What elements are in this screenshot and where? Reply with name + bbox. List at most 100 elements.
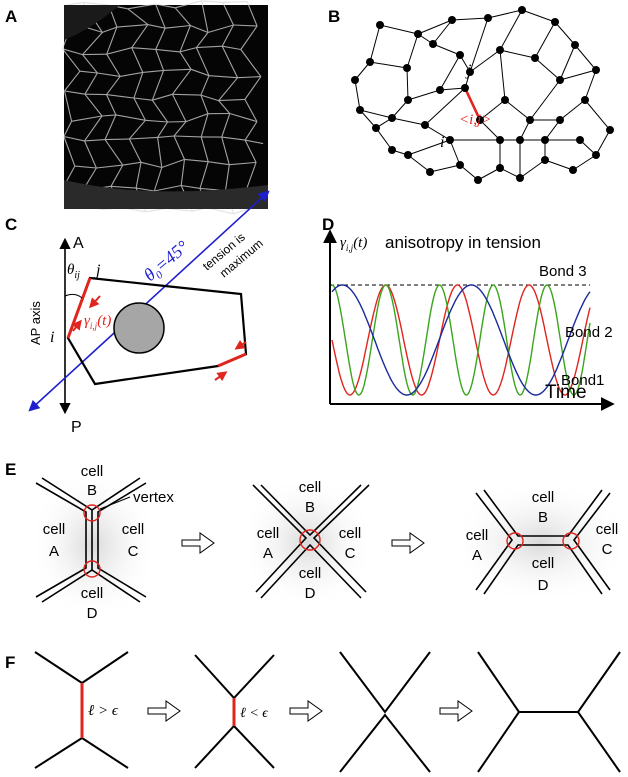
- stage3-cell-c-letter: C: [602, 541, 613, 558]
- f-diagram: [35, 652, 620, 772]
- network-edge: [500, 50, 535, 58]
- network-vertex: [456, 161, 464, 169]
- f3-bottom-branch: [340, 715, 430, 772]
- node-i-label: i: [440, 134, 444, 151]
- f2-bottom-branch: [195, 726, 274, 768]
- f1-top-branch: [35, 652, 128, 683]
- stage3-cell-a-word: cell: [466, 527, 489, 544]
- network-edge: [505, 100, 530, 120]
- vertex-label: vertex: [133, 489, 174, 506]
- bond-ij-label: <i,j>: [459, 112, 491, 128]
- panel-label-a: A: [5, 7, 17, 26]
- network-edge: [392, 118, 425, 125]
- network-vertex: [366, 58, 374, 66]
- stage3-cell-d-letter: D: [538, 577, 549, 594]
- network-edge: [560, 45, 575, 80]
- force-arrow-1: [91, 296, 100, 306]
- gamma-label: γi,j(t): [84, 313, 111, 331]
- f4-left-branch: [478, 652, 519, 772]
- network-vertex: [556, 76, 564, 84]
- network-edge: [380, 25, 418, 34]
- network-edge: [376, 128, 392, 150]
- network-vertex: [429, 40, 437, 48]
- network-vertex: [474, 176, 482, 184]
- network-vertex: [436, 86, 444, 94]
- network-vertex: [501, 96, 509, 104]
- theta-arc: [65, 294, 82, 298]
- network-vertex: [446, 136, 454, 144]
- stage1-cell-c-word: cell: [122, 521, 145, 538]
- theta-ij-symbol: θij: [67, 262, 80, 281]
- network-edge: [573, 155, 596, 170]
- nucleus: [114, 303, 164, 353]
- series-label-bond2: Bond 2: [565, 324, 613, 341]
- stage2-cell-d-word: cell: [299, 565, 322, 582]
- network-edge: [500, 10, 522, 50]
- network-edge: [450, 140, 460, 165]
- stage1-cell-a-letter: A: [49, 543, 59, 560]
- membrane-segment: [223, 2, 247, 3]
- network-edge: [408, 155, 430, 172]
- series-label-bond1: Bond1: [561, 372, 604, 389]
- stage1-cell-a-word: cell: [43, 521, 66, 538]
- network-vertex: [531, 54, 539, 62]
- vertex-network: [351, 6, 614, 184]
- cell-schematic: [30, 192, 268, 412]
- network-vertex: [541, 136, 549, 144]
- network-edge: [535, 58, 560, 80]
- stage3-cell-b-word: cell: [532, 489, 555, 506]
- stage3-cell-b-letter: B: [538, 509, 548, 526]
- series-line-0: [332, 285, 590, 395]
- force-arrow-4: [215, 373, 225, 380]
- network-vertex: [388, 146, 396, 154]
- chart-title: anisotropy in tension: [385, 233, 541, 252]
- network-vertex: [516, 174, 524, 182]
- network-edge: [360, 110, 392, 118]
- panel-label-d: D: [322, 215, 334, 234]
- cond-long-label: ℓ > ϵ: [88, 703, 119, 719]
- network-vertex: [496, 164, 504, 172]
- network-edge: [452, 18, 488, 20]
- panel-label-b: B: [328, 7, 340, 26]
- network-vertex: [556, 116, 564, 124]
- stage2-cell-b-word: cell: [299, 479, 322, 496]
- f1-bottom-branch: [35, 738, 128, 768]
- network-vertex: [496, 46, 504, 54]
- network-edge: [560, 70, 596, 80]
- network-edge: [370, 25, 380, 62]
- network-edge: [488, 10, 522, 18]
- cond-short-label: ℓ < ϵ: [240, 706, 269, 721]
- series-label-bond3: Bond 3: [539, 263, 587, 280]
- network-vertex: [456, 51, 464, 59]
- vertex-j-label: j: [94, 262, 101, 279]
- network-vertex: [516, 136, 524, 144]
- network-vertex: [421, 121, 429, 129]
- network-edge: [520, 160, 545, 178]
- network-edge: [355, 80, 360, 110]
- stage1-cell-d-letter: D: [87, 605, 98, 622]
- network-edge: [425, 125, 450, 140]
- node-j-label: j: [465, 62, 472, 79]
- stage1-cell-b-letter: B: [87, 482, 97, 499]
- network-vertex: [372, 124, 380, 132]
- panel-label-c: C: [5, 215, 17, 234]
- network-edge: [545, 160, 573, 170]
- network-edge: [470, 18, 488, 72]
- axis-anterior-label: A: [73, 235, 84, 252]
- stage1-cell-b-word: cell: [81, 463, 104, 480]
- network-vertex: [461, 84, 469, 92]
- microscopy-image: [63, 1, 269, 214]
- network-vertex: [606, 126, 614, 134]
- stage2-cell-c-letter: C: [345, 545, 356, 562]
- network-vertex: [496, 136, 504, 144]
- transition-arrow-f3: [440, 701, 472, 721]
- membrane-segment: [83, 2, 109, 5]
- stage3-cell-c-word: cell: [596, 521, 619, 538]
- network-vertex: [404, 96, 412, 104]
- transition-arrow-f1: [148, 701, 180, 721]
- network-edge: [596, 130, 610, 155]
- network-vertex: [426, 168, 434, 176]
- network-edge: [440, 55, 460, 90]
- vertex-i-label: i: [50, 329, 54, 346]
- stage3-cell-d-word: cell: [532, 555, 555, 572]
